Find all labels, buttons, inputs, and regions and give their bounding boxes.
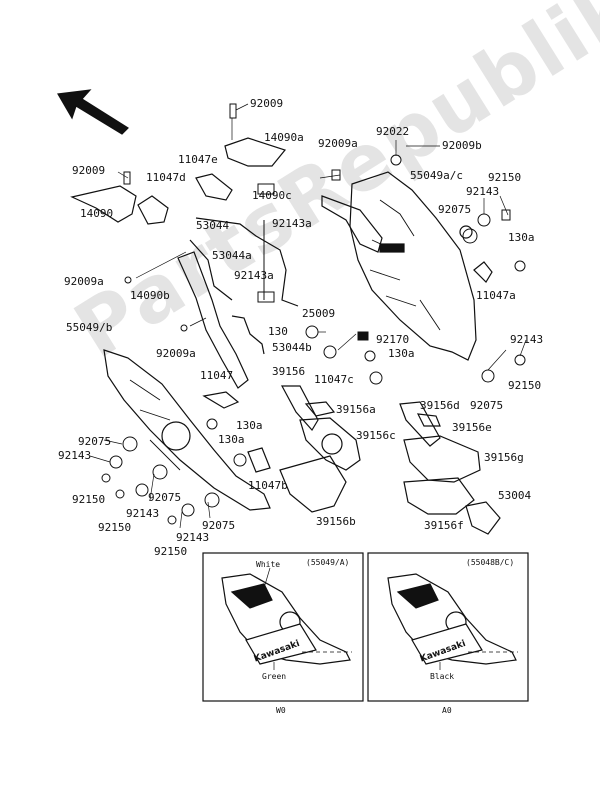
label-39156a: 39156a <box>336 403 376 416</box>
cowl-left-55049b <box>103 349 271 511</box>
label-92143a-2: 92143a <box>234 269 274 282</box>
label-92170: 92170 <box>376 333 410 346</box>
panel-39156f <box>403 477 475 515</box>
label-11047d: 11047d <box>146 171 186 184</box>
label-39156e: 39156e <box>452 421 492 434</box>
cowl-right-55049ac <box>349 171 477 361</box>
label-92143-3: 92143 <box>58 449 92 462</box>
panel-39156e <box>416 413 441 427</box>
label-92143a-1: 92143a <box>272 217 312 230</box>
label-53044b: 53044b <box>272 341 312 354</box>
label-92075-1: 92075 <box>438 203 472 216</box>
label-92009a-3: 92009a <box>156 347 196 360</box>
inset-right-code: (55048B/C) <box>466 558 515 567</box>
label-92150-1: 92150 <box>488 171 522 184</box>
label-14090c: 14090c <box>252 189 292 202</box>
inset-right-cowl <box>387 573 517 665</box>
label-53044: 53044 <box>196 219 230 232</box>
inset-right-color-bottom: Black <box>430 672 455 681</box>
label-92009: 92009 <box>250 97 284 110</box>
inset-right-frame <box>367 552 529 702</box>
label-55049b: 55049/b <box>66 321 113 334</box>
bracket-14090 <box>70 185 137 223</box>
label-92009b: 92009b <box>442 139 482 152</box>
label-39156f: 39156f <box>424 519 464 532</box>
label-130a-1: 130a <box>508 231 535 244</box>
label-130a-3: 130a <box>236 419 263 432</box>
inset-left-cowl <box>221 573 351 665</box>
label-39156c: 39156c <box>356 429 396 442</box>
label-92143-2: 92143 <box>510 333 544 346</box>
panel-39156 <box>280 385 319 432</box>
label-92075-3: 92075 <box>78 435 112 448</box>
bracket-14090c <box>321 195 383 253</box>
panel-39156g <box>403 435 481 483</box>
inset-left-frame <box>202 552 364 702</box>
panel-39156b <box>279 455 347 513</box>
stay-53044a <box>189 239 233 301</box>
label-14090: 14090 <box>80 207 114 220</box>
label-92143-5: 92143 <box>176 531 210 544</box>
bracket-11047a <box>473 261 493 283</box>
label-92143-1: 92143 <box>466 185 500 198</box>
label-92022: 92022 <box>376 125 410 138</box>
label-130: 130 <box>268 325 288 338</box>
label-130a-2: 130a <box>388 347 415 360</box>
panel-39156a <box>304 401 336 417</box>
label-130a-4: 130a <box>218 433 245 446</box>
front-arrow-icon <box>57 89 129 135</box>
label-39156d: 39156d <box>420 399 460 412</box>
label-92150-3: 92150 <box>72 493 106 506</box>
label-92009-left: 92009 <box>72 164 106 177</box>
label-53004: 53004 <box>498 489 532 502</box>
label-53044a: 53044a <box>212 249 252 262</box>
label-11047: 11047 <box>200 369 234 382</box>
label-92075-5: 92075 <box>202 519 236 532</box>
label-11047e: 11047e <box>178 153 218 166</box>
label-39156g: 39156g <box>484 451 524 464</box>
inset-left-color-top: White <box>256 560 281 569</box>
label-11047b: 11047b <box>248 479 288 492</box>
label-92009a: 92009a <box>318 137 358 150</box>
label-39156b: 39156b <box>316 515 356 528</box>
label-14090a: 14090a <box>264 131 304 144</box>
stay-53044b <box>231 315 265 355</box>
panel-39156c <box>299 417 361 471</box>
bracket-11047 <box>202 391 240 409</box>
label-25009: 25009 <box>302 307 336 320</box>
bracket-14090a <box>224 137 287 167</box>
label-92143-4: 92143 <box>126 507 160 520</box>
label-92150-5: 92150 <box>154 545 188 558</box>
inset-left-color-bottom: Green <box>262 672 287 681</box>
bracket-11047d <box>137 195 169 225</box>
label-11047c: 11047c <box>314 373 354 386</box>
stay-53044 <box>195 217 299 307</box>
label-92150-2: 92150 <box>508 379 542 392</box>
label-14090b: 14090b <box>130 289 170 302</box>
label-92009a-2: 92009a <box>64 275 104 288</box>
label-92150-4: 92150 <box>98 521 132 534</box>
panel-39156d <box>399 401 441 447</box>
label-92075-2: 92075 <box>470 399 504 412</box>
bracket-11047b <box>247 447 271 473</box>
label-39156: 39156 <box>272 365 306 378</box>
label-55049ac: 55049a/c <box>410 169 463 182</box>
inset-right-footer: A0 <box>442 706 452 715</box>
label-11047a: 11047a <box>476 289 516 302</box>
inset-left-code: (55049/A) <box>306 558 350 567</box>
label-92075-4: 92075 <box>148 491 182 504</box>
panel-53004 <box>465 501 501 535</box>
bracket-11047e <box>195 173 233 201</box>
inset-left-footer: W0 <box>276 706 286 715</box>
